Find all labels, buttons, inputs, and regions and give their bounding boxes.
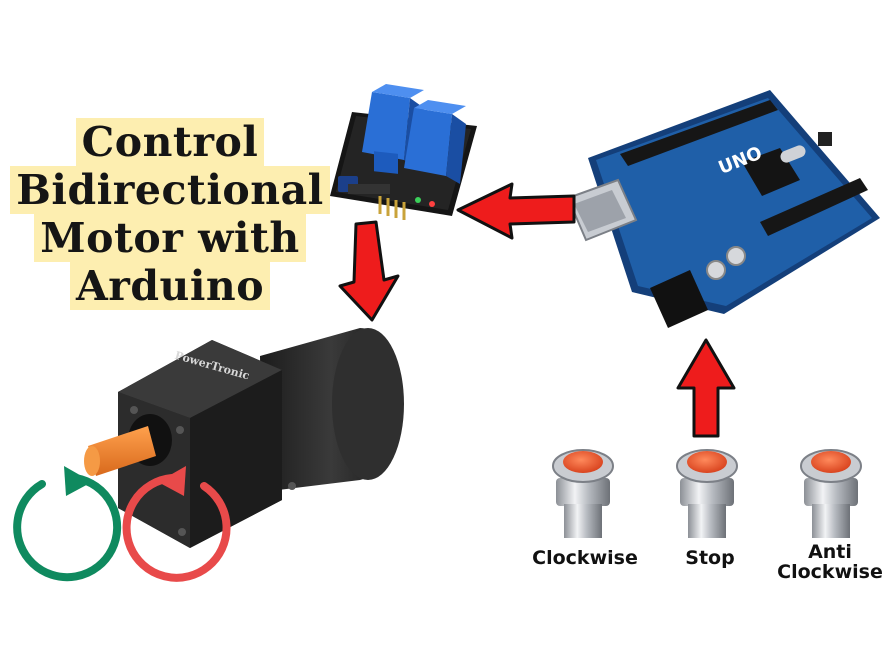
anticlockwise-rotation-icon <box>122 466 231 582</box>
title-line: Control <box>75 118 265 166</box>
push-button-stop <box>676 449 738 538</box>
anti-clockwise-label: Anti Clockwise <box>768 542 892 582</box>
page-title: Control Bidirectional Motor with Arduino <box>0 118 340 310</box>
clockwise-rotation-icon <box>13 466 122 582</box>
push-button-clockwise <box>552 449 614 538</box>
arrow-arduino-to-relay <box>456 182 576 240</box>
title-line: Arduino <box>69 262 271 310</box>
relay-module <box>330 84 477 220</box>
arrow-relay-to-motor <box>338 220 400 322</box>
push-button-anti-clockwise <box>800 449 862 538</box>
usb-port <box>566 178 638 242</box>
motor-shaft <box>84 414 172 476</box>
title-line: Motor with <box>34 214 306 262</box>
relay-header-pins <box>378 196 406 220</box>
arduino-board: UNO <box>566 90 880 328</box>
gear-motor: PowerTronic <box>84 328 404 548</box>
title-line: Bidirectional <box>10 166 330 214</box>
anti-clockwise-label-line: Clockwise <box>777 561 883 583</box>
arrow-buttons-to-arduino <box>676 338 736 438</box>
clockwise-label: Clockwise <box>532 547 638 569</box>
anti-clockwise-label-line: Anti <box>808 541 852 563</box>
relay-block-right <box>404 100 466 184</box>
stop-label: Stop <box>685 547 735 569</box>
